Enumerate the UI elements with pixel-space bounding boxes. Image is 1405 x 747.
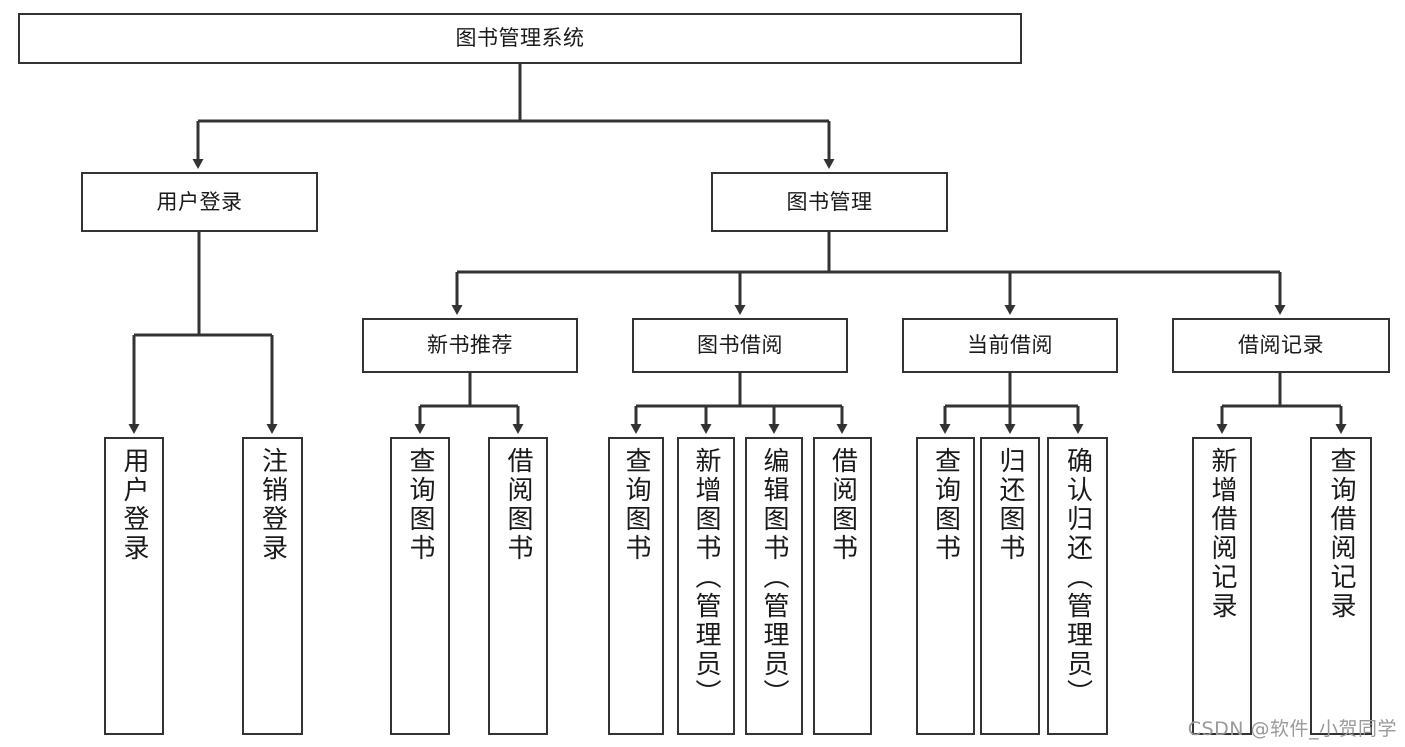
node-bookmgmt[interactable]: 图书管理 bbox=[711, 172, 948, 232]
node-label: 确认归还（管理员） bbox=[1062, 447, 1093, 708]
node-label: 注销登录 bbox=[257, 447, 288, 563]
node-leaf12[interactable]: 新增借阅记录 bbox=[1192, 437, 1252, 735]
node-leaf9[interactable]: 查询图书 bbox=[916, 437, 975, 735]
node-leaf13[interactable]: 查询借阅记录 bbox=[1310, 437, 1372, 735]
node-label: 新增图书（管理员） bbox=[691, 447, 722, 708]
node-label: 图书借阅 bbox=[697, 333, 783, 358]
node-label: 查询图书 bbox=[405, 447, 436, 563]
watermark-text: CSDN @软件_小贺同学 bbox=[1187, 718, 1397, 740]
node-leaf8[interactable]: 借阅图书 bbox=[813, 437, 872, 735]
node-current[interactable]: 当前借阅 bbox=[902, 318, 1118, 373]
node-label: 归还图书 bbox=[995, 447, 1026, 563]
node-label: 新增借阅记录 bbox=[1207, 447, 1238, 621]
node-label: 借阅图书 bbox=[503, 447, 534, 563]
node-leaf2[interactable]: 注销登录 bbox=[242, 437, 303, 735]
node-leaf3[interactable]: 查询图书 bbox=[390, 437, 450, 735]
node-leaf1[interactable]: 用户登录 bbox=[104, 437, 164, 735]
node-records[interactable]: 借阅记录 bbox=[1172, 318, 1390, 373]
node-leaf10[interactable]: 归还图书 bbox=[980, 437, 1040, 735]
node-label: 图书管理 bbox=[786, 189, 873, 214]
node-borrow[interactable]: 图书借阅 bbox=[632, 318, 848, 373]
node-label: 编辑图书（管理员） bbox=[759, 447, 790, 708]
node-label: 查询图书 bbox=[621, 447, 652, 563]
node-label: 借阅记录 bbox=[1238, 333, 1324, 358]
node-login[interactable]: 用户登录 bbox=[81, 172, 318, 232]
node-label: 用户登录 bbox=[119, 447, 150, 563]
node-leaf4[interactable]: 借阅图书 bbox=[488, 437, 548, 735]
node-leaf7[interactable]: 编辑图书（管理员） bbox=[745, 437, 803, 735]
node-label: 查询借阅记录 bbox=[1326, 447, 1357, 621]
node-label: 借阅图书 bbox=[827, 447, 858, 563]
node-label: 查询图书 bbox=[930, 447, 961, 563]
node-leaf11[interactable]: 确认归还（管理员） bbox=[1047, 437, 1108, 735]
node-label: 当前借阅 bbox=[967, 333, 1053, 358]
node-label: 图书管理系统 bbox=[455, 26, 585, 51]
node-label: 用户登录 bbox=[156, 189, 243, 214]
node-leaf6[interactable]: 新增图书（管理员） bbox=[677, 437, 735, 735]
node-label: 新书推荐 bbox=[427, 333, 513, 358]
node-leaf5[interactable]: 查询图书 bbox=[608, 437, 664, 735]
node-newbook[interactable]: 新书推荐 bbox=[362, 318, 578, 373]
node-root[interactable]: 图书管理系统 bbox=[18, 13, 1022, 64]
